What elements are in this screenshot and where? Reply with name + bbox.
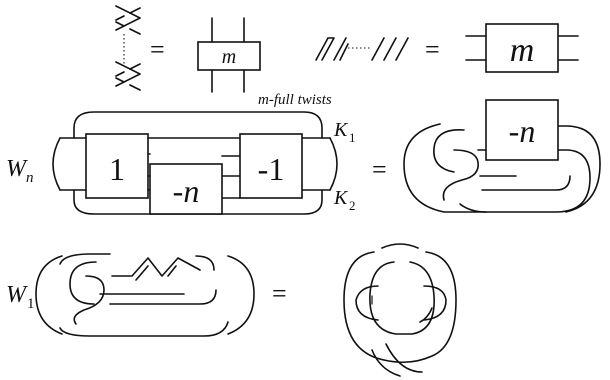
w-n-equivalent-diagram: -n xyxy=(403,99,601,213)
twist-box-small-label: m xyxy=(222,46,236,68)
w-1-link-diagram xyxy=(35,253,255,337)
twist-box-large-label: m xyxy=(510,32,535,69)
equals-sign-4: = xyxy=(272,279,287,308)
vertical-twist-stack xyxy=(115,5,141,91)
component-k2-label: K 2 xyxy=(333,187,356,213)
twist-box-small: m xyxy=(197,17,261,93)
twist-caption: m-full twists xyxy=(258,92,332,108)
box-minus-one-label: -1 xyxy=(258,151,285,187)
equals-sign-1: = xyxy=(150,35,165,64)
w-1-equivalent-diagram xyxy=(343,243,457,377)
box-minus-n-label: -n xyxy=(173,173,200,209)
equals-sign-3: = xyxy=(372,155,387,184)
w-1-letter: W xyxy=(6,282,28,308)
twist-box-large: m xyxy=(465,23,579,73)
k1-letter: K xyxy=(333,119,349,141)
equivalent-box-label: -n xyxy=(509,113,536,149)
w-n-subscript: n xyxy=(26,170,34,186)
k1-subscript: 1 xyxy=(349,130,356,145)
w-n-letter: W xyxy=(6,156,28,182)
w-1-label: W 1 xyxy=(6,282,35,312)
component-k1-label: K 1 xyxy=(333,119,356,145)
w-1-subscript: 1 xyxy=(27,296,35,312)
w-n-link-diagram: 1 -n -1 xyxy=(52,111,338,215)
horizontal-twist-chain xyxy=(315,37,409,61)
k2-letter: K xyxy=(333,187,349,209)
w-n-label: W n xyxy=(6,156,34,186)
box-one-label: 1 xyxy=(109,151,125,187)
k2-subscript: 2 xyxy=(349,198,356,213)
equals-sign-2: = xyxy=(425,35,440,64)
